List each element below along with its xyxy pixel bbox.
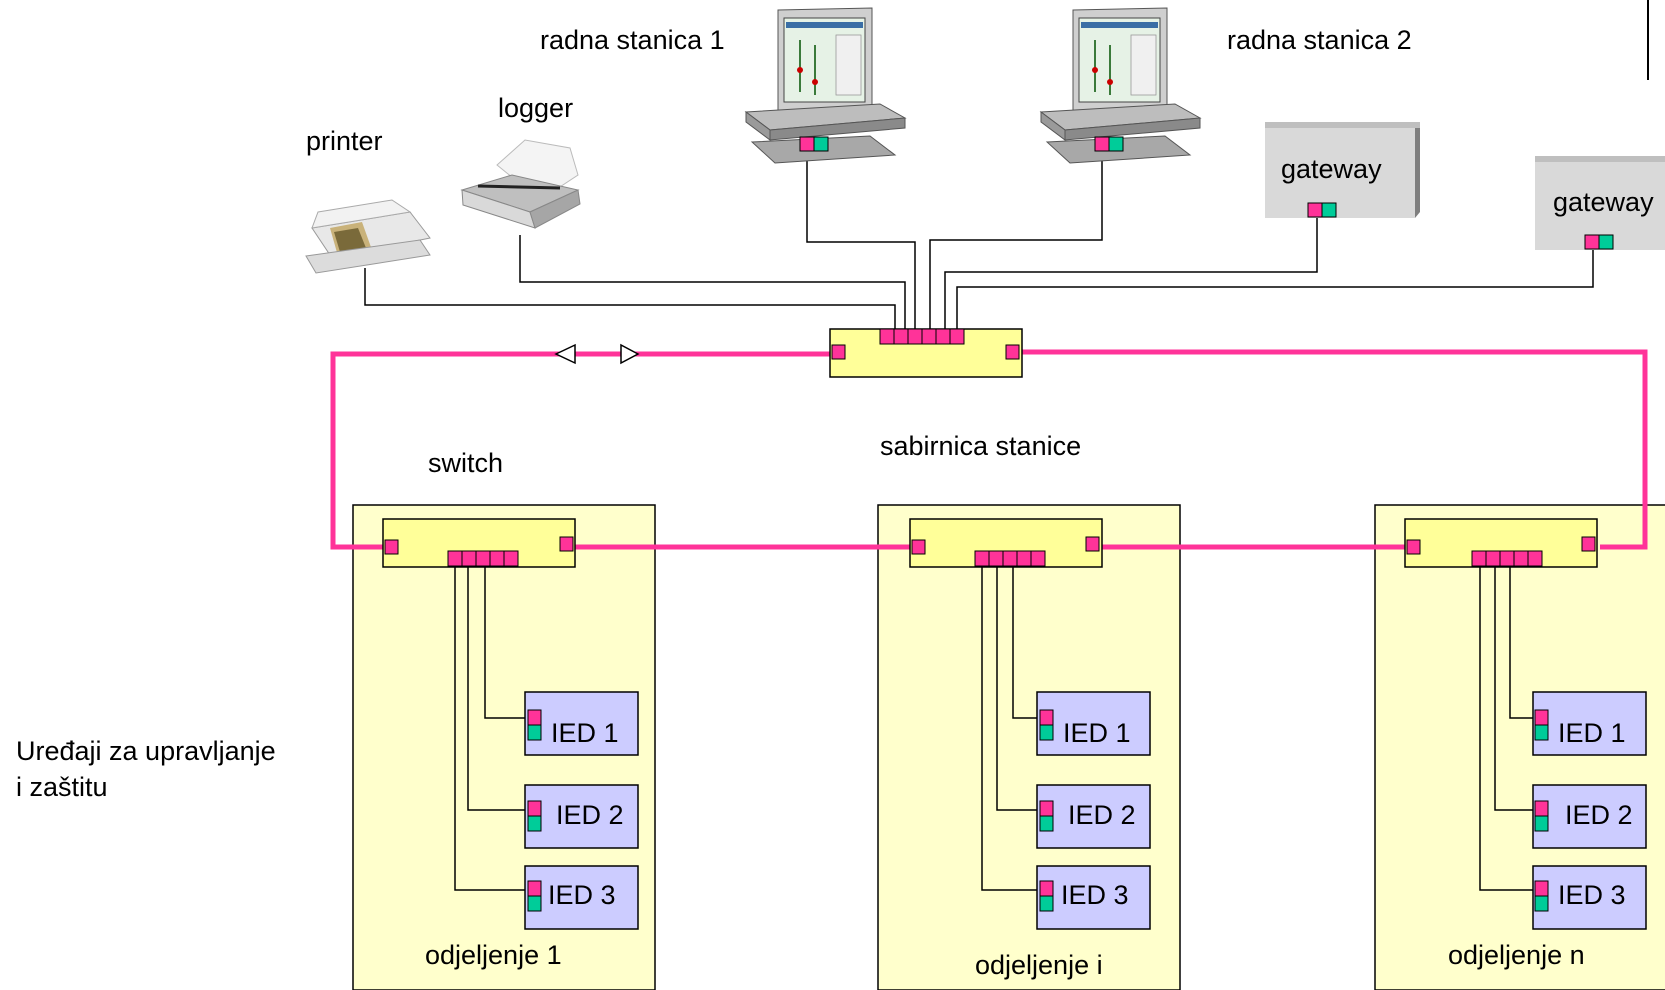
- ied-box: [524, 784, 639, 849]
- ring-arrow-right: [620, 343, 640, 365]
- bay-n-links: [1479, 566, 1533, 891]
- label-devices-line1: Uređaji za upravljanje: [16, 736, 276, 766]
- printer-icon: [305, 199, 431, 274]
- ied-label: IED 2: [556, 800, 624, 830]
- workstation-2-icon: [1039, 7, 1202, 164]
- label-gateway-1: gateway: [1281, 154, 1382, 184]
- ied-box: [524, 865, 639, 930]
- workstation-1-icon: [744, 7, 907, 164]
- ied-label: IED 2: [1565, 800, 1633, 830]
- bay-switch-n: [1404, 518, 1598, 568]
- label-devices-line2: i zaštitu: [16, 772, 108, 802]
- station-links: [364, 152, 1594, 332]
- label-station-bus: sabirnica stanice: [880, 431, 1081, 461]
- bay-1-links: [454, 566, 525, 891]
- label-gateway-2: gateway: [1553, 187, 1654, 217]
- ied-label: IED 1: [1558, 718, 1626, 748]
- bay-switch-i: [909, 518, 1103, 568]
- ied-label: IED 1: [551, 718, 619, 748]
- bay-i-links: [981, 566, 1040, 891]
- label-logger: logger: [498, 93, 573, 123]
- label-printer: printer: [306, 126, 383, 156]
- ied-label: IED 2: [1068, 800, 1136, 830]
- bay-n-label: odjeljenje n: [1448, 940, 1585, 970]
- ied-label: IED 1: [1063, 718, 1131, 748]
- gateway-2-box: [1535, 156, 1665, 250]
- ied-box: [1036, 784, 1151, 849]
- ring-arrow-left: [554, 343, 576, 365]
- label-workstation-1: radna stanica 1: [540, 25, 725, 55]
- ied-label: IED 3: [1558, 880, 1626, 910]
- ied-box: [1532, 691, 1647, 756]
- ied-box: [1036, 691, 1151, 756]
- ring-bus-right: [1020, 349, 1648, 550]
- ied-box: [1036, 865, 1151, 930]
- bay-i-label: odjeljenje i: [975, 950, 1103, 980]
- central-switch: [829, 328, 1023, 378]
- ied-label: IED 3: [548, 880, 616, 910]
- ring-bus-left: [330, 351, 833, 550]
- bay-1-label: odjeljenje 1: [425, 940, 562, 970]
- ied-box: [1532, 784, 1647, 849]
- bay-switch-1: [382, 518, 576, 568]
- label-workstation-2: radna stanica 2: [1227, 25, 1412, 55]
- label-switch: switch: [428, 448, 503, 478]
- logger-icon: [460, 139, 581, 229]
- gateway-1-box: [1265, 122, 1420, 218]
- ied-box: [1532, 865, 1647, 930]
- ied-box: [524, 691, 639, 756]
- ied-label: IED 3: [1061, 880, 1129, 910]
